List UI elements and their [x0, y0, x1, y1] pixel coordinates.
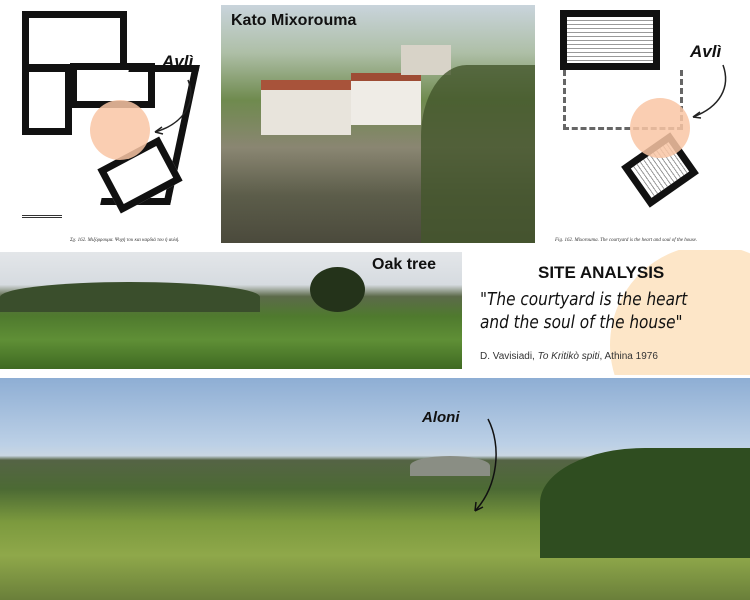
plan-caption: Σχ. 162. Μιξόρρουμα. Ψυχή του και καρδιά… — [70, 238, 180, 243]
attribution-title: To Kritikò spiti — [537, 351, 600, 362]
aloni-label: Aloni — [422, 409, 460, 426]
courtyard-highlight — [630, 98, 690, 158]
avli-label: Avlì — [690, 42, 722, 61]
courtyard-highlight — [90, 100, 150, 160]
site-analysis-panel: SITE ANALYSIS "The courtyard is the hear… — [462, 250, 750, 375]
oak-tree-photo: Oak tree — [0, 252, 462, 369]
photo-title: Kato Mixorouma — [231, 12, 357, 29]
arrow-icon — [692, 64, 727, 119]
scale-bar — [22, 215, 62, 218]
aloni-photo: Aloni — [0, 378, 750, 600]
floor-plan-right: Avlì Fig. 162. Mixorouma. The courtyard … — [545, 5, 750, 245]
arrow-icon — [154, 79, 192, 135]
floor-plan-left: Avlì Σχ. 162. Μιξόρρουμα. Ψυχή του και κ… — [10, 5, 215, 245]
attribution-rest: , Athina 1976 — [599, 351, 658, 362]
attribution: D. Vavisiadi, To Kritikò spiti, Athina 1… — [480, 351, 658, 362]
plan-caption: Fig. 162. Mixorouma. The courtyard is th… — [555, 238, 698, 243]
arrow-icon — [474, 418, 497, 512]
section-heading: SITE ANALYSIS — [538, 263, 665, 282]
avli-label: Avlì — [162, 52, 194, 71]
quote: "The courtyard is the heart and the soul… — [480, 289, 688, 333]
attribution-author: D. Vavisiadi, — [480, 351, 538, 362]
village-photo: Kato Mixorouma — [221, 5, 535, 243]
oak-tree-label: Oak tree — [372, 256, 437, 273]
